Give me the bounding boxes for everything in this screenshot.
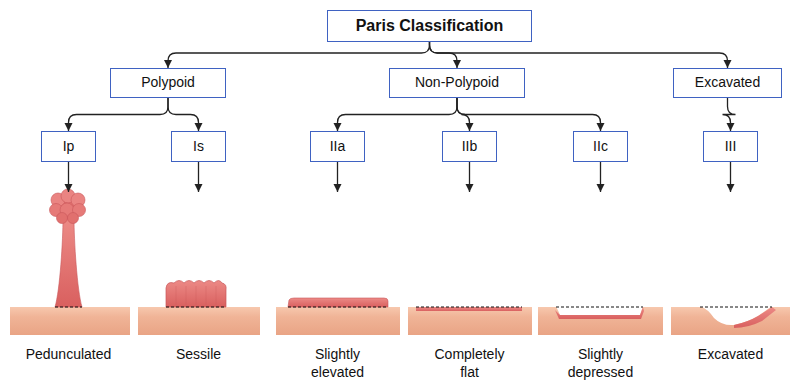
excavated-ulcer <box>700 306 776 328</box>
figure-caption: Completely flat <box>425 345 515 381</box>
tree-connector <box>198 162 199 192</box>
figure-caption: Slightly elevated <box>293 345 383 381</box>
figure-caption: Slightly depressed <box>556 345 646 381</box>
box-label: Excavated <box>695 75 760 90</box>
tree-connector <box>338 98 458 131</box>
type-box: IIc <box>573 131 628 162</box>
tree-connector <box>68 162 69 192</box>
tree-connector <box>600 162 601 192</box>
title-box: Paris Classification <box>327 10 532 42</box>
type-box: Is <box>171 131 226 162</box>
tree-connector <box>168 98 199 131</box>
figure-caption: Sessile <box>140 345 258 363</box>
category-box: Excavated <box>673 68 782 98</box>
pedunculated-polyp <box>50 189 86 307</box>
tree-connector <box>337 162 338 192</box>
lesion-figure: Completely flat <box>410 192 530 384</box>
box-label: IIa <box>330 139 346 154</box>
type-box: IIa <box>310 131 365 162</box>
lesion-figure: Sessile <box>139 192 259 384</box>
tree-connector <box>469 162 470 192</box>
category-box: Polypoid <box>110 68 226 98</box>
lesion-figure: Slightly depressed <box>541 192 661 384</box>
lesion-figure: Slightly elevated <box>278 192 398 384</box>
figure-caption: Pedunculated <box>10 345 128 363</box>
tree-connector <box>430 42 728 68</box>
figure-caption: Excavated <box>672 345 790 363</box>
box-label: Is <box>193 139 204 154</box>
box-label: IIb <box>462 139 478 154</box>
tree-connector <box>723 98 736 131</box>
box-label: Paris Classification <box>356 17 504 35</box>
depressed-lesion <box>555 306 644 319</box>
tree-connector <box>168 42 430 68</box>
tree-connector <box>69 98 169 131</box>
tree-connector <box>730 162 731 192</box>
type-box: Ip <box>41 131 96 162</box>
tissue-band <box>10 307 790 335</box>
tree-connector <box>457 98 601 131</box>
flat-lesion <box>416 307 522 311</box>
box-label: Polypoid <box>141 75 195 90</box>
lesion-figure: Excavated <box>671 192 791 384</box>
lesion-figure: Pedunculated <box>9 192 129 384</box>
category-box: Non-Polypoid <box>389 68 525 98</box>
elevated-lesion <box>288 298 388 307</box>
type-box: III <box>703 131 758 162</box>
box-label: III <box>725 139 737 154</box>
box-label: Non-Polypoid <box>415 75 499 90</box>
tree-connector <box>430 42 458 68</box>
box-label: Ip <box>63 139 75 154</box>
box-label: IIc <box>593 139 608 154</box>
sessile-polyp <box>166 281 226 308</box>
type-box: IIb <box>442 131 497 162</box>
